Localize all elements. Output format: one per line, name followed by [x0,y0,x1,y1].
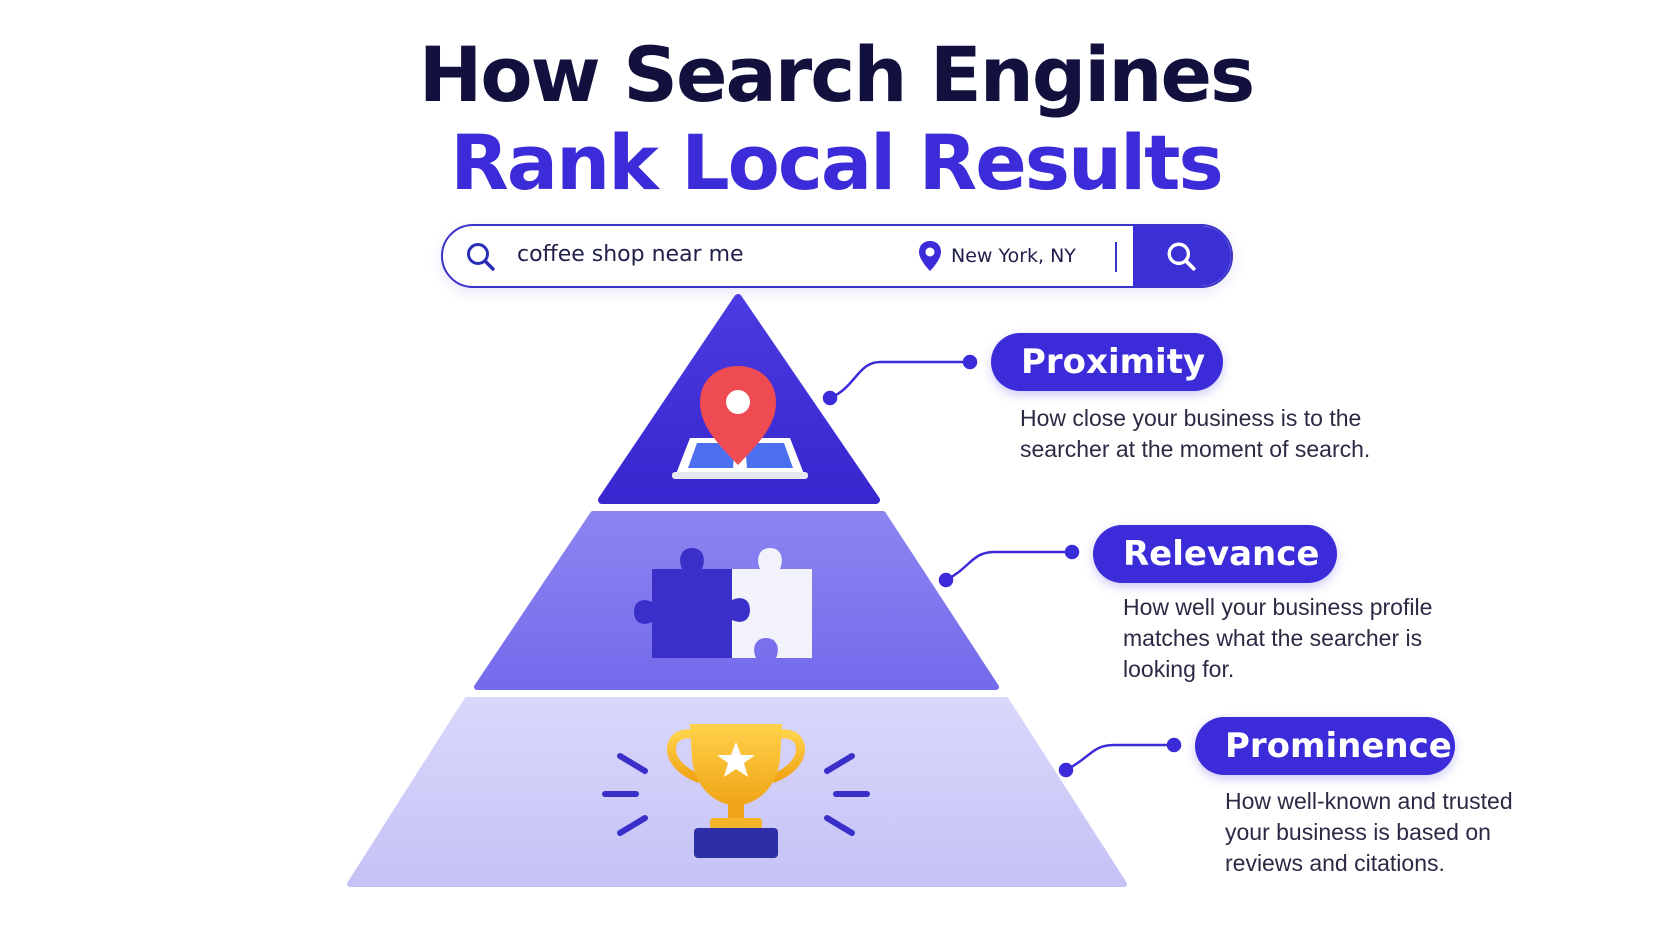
factor-description-proximity: How close your business is to the search… [1020,405,1371,462]
pyramid-tier-prominence [347,697,1127,887]
factor-label-prominence: Prominence [1195,717,1455,775]
title-line-1: How Search Engines [418,30,1256,119]
search-input[interactable]: coffee shop near me [517,242,744,267]
factor-description-relevance: How well your business profile matches w… [1123,594,1433,682]
puzzle-icon [634,548,812,658]
trophy-icon [602,724,870,858]
location-pin-icon [919,241,941,271]
pyramid-tier-proximity [598,294,880,504]
connector-relevance [938,544,1080,588]
search-button[interactable] [1133,226,1231,286]
pyramid-tier-relevance [474,511,999,690]
factor-description-prominence: How well-known and trusted your business… [1225,788,1513,876]
map-pin-icon [672,366,808,479]
factor-label-relevance: Relevance [1093,525,1337,583]
search-icon [467,243,495,271]
connector-proximity [822,354,978,406]
title-line-2: Rank Local Results [450,118,1223,207]
location-field[interactable]: New York, NY [951,245,1076,267]
connector-prominence [1058,737,1182,778]
search-divider [1115,242,1117,272]
search-bar[interactable]: coffee shop near me New York, NY [441,224,1233,288]
search-icon [1167,242,1196,271]
factor-label-proximity: Proximity [991,333,1223,391]
